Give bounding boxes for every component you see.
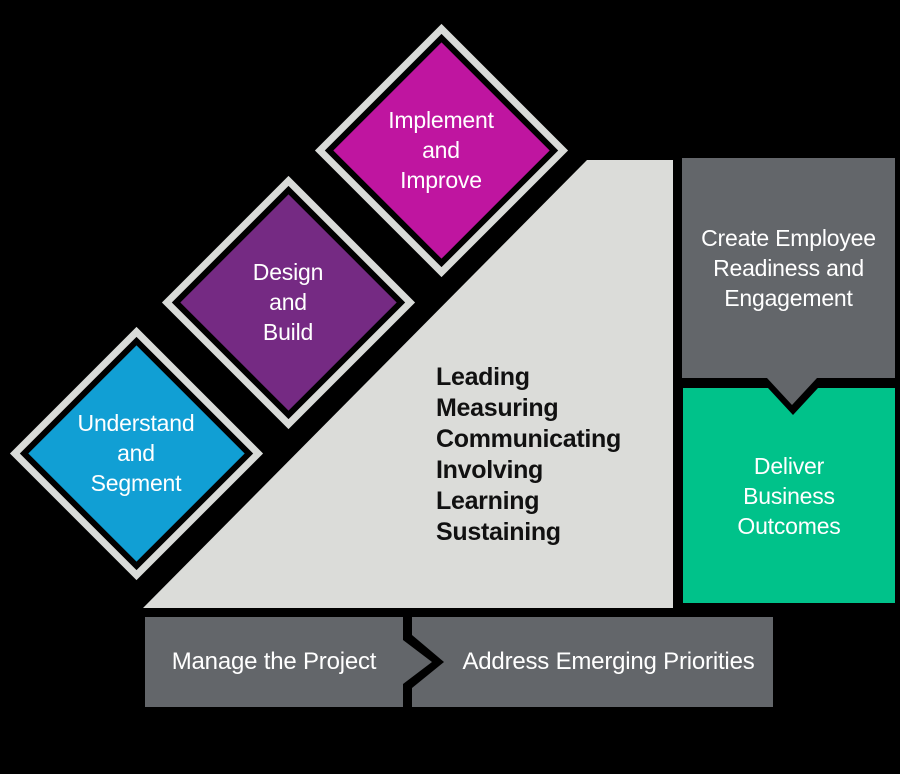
practice-item: Leading	[436, 363, 530, 391]
deliver-business-outcomes-label: Deliver Business Outcomes	[737, 451, 840, 541]
diamond-understand-segment: Understand and Segment	[9, 326, 263, 580]
diamond-label-line: Understand	[77, 410, 195, 436]
diamond-label-line: and	[117, 440, 155, 466]
practice-item: Communicating	[436, 425, 621, 453]
label-line: Engagement	[724, 285, 853, 311]
practice-item: Sustaining	[436, 518, 561, 546]
diamond-label: Design and Build	[252, 257, 324, 347]
diamond-label: Implement and Improve	[388, 105, 494, 195]
practice-item: Involving	[436, 456, 544, 484]
label-line: Deliver	[753, 452, 825, 479]
diamond-design-build: Design and Build	[161, 175, 415, 429]
manage-project-box: Manage the Project	[145, 617, 432, 707]
manage-project-label: Manage the Project	[171, 648, 377, 675]
create-employee-readiness-label: Create Employee Readiness and Engagement	[701, 223, 876, 313]
diamond-label-line: Improve	[400, 167, 482, 193]
diamond-label-line: Build	[262, 319, 314, 345]
diamond-label-line: and	[269, 289, 307, 315]
label-line: Create Employee	[701, 225, 876, 251]
diamond-implement-improve: Implement and Improve	[314, 23, 568, 277]
practices-list: Leading Measuring Communicating Involvin…	[436, 362, 621, 548]
create-employee-readiness-box: Create Employee Readiness and Engagement	[682, 158, 895, 405]
diamond-label-line: and	[422, 137, 460, 163]
diamond-label-line: Implement	[388, 107, 494, 133]
label-line: Outcomes	[737, 512, 841, 539]
address-priorities-box: Address Emerging Priorities	[412, 617, 773, 707]
diamond-label-line: Design	[252, 259, 324, 285]
deliver-business-outcomes-box: Deliver Business Outcomes	[683, 388, 895, 603]
diamond-label: Understand and Segment	[78, 408, 195, 498]
practice-item: Measuring	[436, 394, 559, 422]
label-line: Business	[743, 482, 835, 509]
practice-item: Learning	[436, 487, 540, 515]
diamond-label-line: Segment	[90, 470, 182, 496]
address-priorities-label: Address Emerging Priorities	[462, 648, 755, 675]
label-line: Readiness and	[713, 255, 864, 281]
